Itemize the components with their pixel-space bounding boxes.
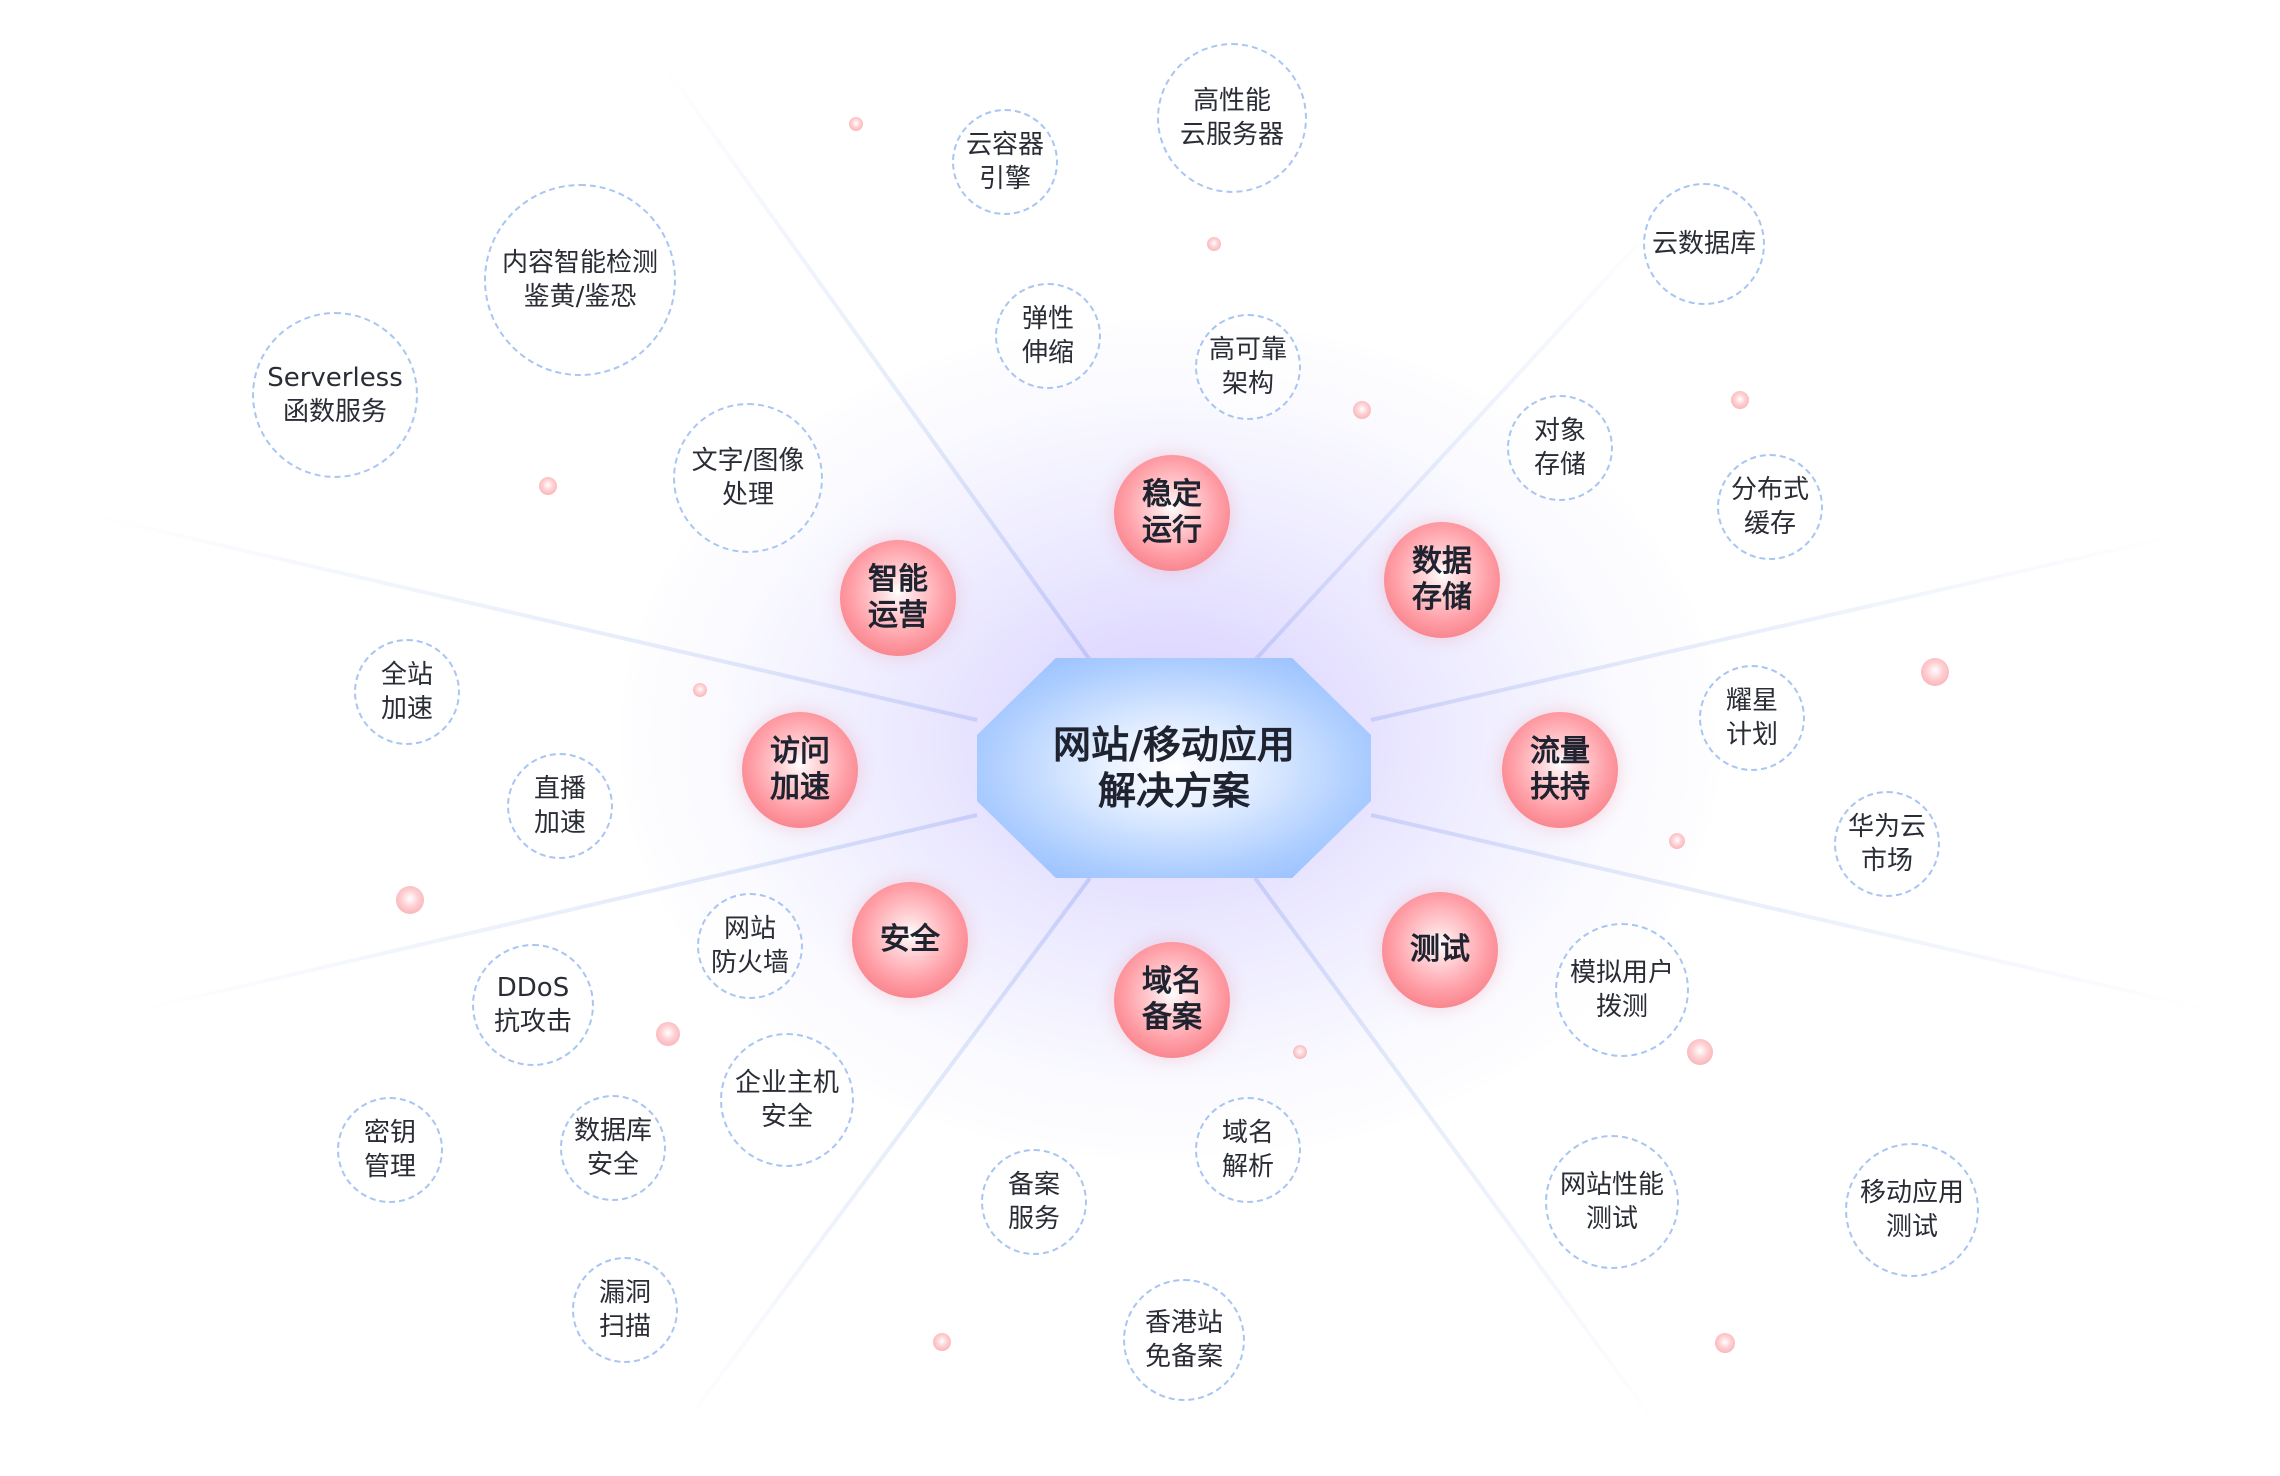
category-node-storage: 数据 存储: [1384, 522, 1500, 638]
connector-ray: [1253, 218, 1662, 662]
leaf-node-traffic: 华为云 市场: [1834, 791, 1940, 897]
category-node-access: 访问 加速: [742, 712, 858, 828]
leaf-label: 网站性能 测试: [1559, 1170, 1664, 1234]
leaf-node-security: DDoS 抗攻击: [472, 944, 594, 1066]
decorative-dot: [693, 683, 707, 697]
decorative-dot: [656, 1022, 680, 1046]
category-node-security: 安全: [852, 882, 968, 998]
leaf-label: 移动应用 测试: [1859, 1178, 1964, 1242]
connector-ray: [1370, 533, 2181, 722]
decorative-dot: [1293, 1045, 1307, 1059]
connector-ray: [658, 58, 1092, 662]
leaf-label: 企业主机 安全: [734, 1068, 839, 1132]
connector-ray: [139, 813, 978, 1012]
category-label: 测试: [1410, 932, 1470, 967]
leaf-node-ops: 内容智能检测 鉴黄/鉴恐: [484, 184, 676, 376]
leaf-label: 香港站 免备案: [1144, 1308, 1223, 1372]
category-node-domain: 域名 备案: [1114, 942, 1230, 1058]
leaf-label: 高性能 云服务器: [1179, 86, 1284, 150]
category-node-stable: 稳定 运行: [1114, 455, 1230, 571]
decorative-dot: [1687, 1039, 1713, 1065]
category-label: 智能 运营: [868, 562, 928, 633]
leaf-node-testing: 网站性能 测试: [1545, 1135, 1679, 1269]
category-label: 访问 加速: [770, 734, 830, 805]
decorative-dot: [1921, 658, 1949, 686]
leaf-label: 域名 解析: [1221, 1118, 1274, 1182]
leaf-node-security: 网站 防火墙: [697, 893, 803, 999]
leaf-label: 对象 存储: [1533, 416, 1586, 480]
leaf-label: 直播 加速: [533, 774, 586, 838]
leaf-label: 内容智能检测 鉴黄/鉴恐: [501, 248, 658, 312]
decorative-dot: [933, 1333, 951, 1351]
leaf-node-security: 企业主机 安全: [720, 1033, 854, 1167]
connector-ray: [1370, 813, 2211, 1012]
decorative-dot: [396, 886, 424, 914]
leaf-node-domain: 备案 服务: [981, 1149, 1087, 1255]
hub-node: 网站/移动应用 解决方案: [977, 658, 1371, 878]
leaf-node-testing: 移动应用 测试: [1845, 1143, 1979, 1277]
leaf-label: 高可靠 架构: [1208, 335, 1287, 399]
hub-label: 网站/移动应用 解决方案: [1053, 723, 1295, 813]
leaf-node-testing: 模拟用户 拨测: [1555, 923, 1689, 1057]
category-node-testing: 测试: [1382, 892, 1498, 1008]
connector-ray: [1253, 876, 1662, 1432]
leaf-label: 漏洞 扫描: [598, 1278, 651, 1342]
leaf-label: 弹性 伸缩: [1021, 304, 1074, 368]
leaf-label: 网站 防火墙: [710, 914, 789, 978]
leaf-label: 云容器 引擎: [965, 130, 1044, 194]
decorative-dot: [1669, 833, 1685, 849]
decorative-dot: [849, 117, 863, 131]
leaf-label: 数据库 安全: [573, 1116, 652, 1180]
decorative-dot: [1715, 1333, 1735, 1353]
leaf-node-security: 数据库 安全: [560, 1095, 666, 1201]
leaf-node-stable: 高可靠 架构: [1195, 314, 1301, 420]
leaf-node-stable: 弹性 伸缩: [995, 283, 1101, 389]
leaf-label: DDoS 抗攻击: [493, 973, 572, 1037]
category-node-traffic: 流量 扶持: [1502, 712, 1618, 828]
category-label: 域名 备案: [1142, 964, 1202, 1035]
connector-ray: [678, 876, 1092, 1432]
decorative-dot: [1731, 391, 1749, 409]
connector-ray: [89, 513, 978, 722]
leaf-label: 华为云 市场: [1847, 812, 1926, 876]
leaf-node-storage: 云数据库: [1643, 183, 1765, 305]
category-label: 流量 扶持: [1530, 734, 1590, 805]
decorative-dot: [1207, 237, 1221, 251]
leaf-node-stable: 高性能 云服务器: [1157, 43, 1307, 193]
leaf-label: 密钥 管理: [363, 1118, 416, 1182]
leaf-label: Serverless 函数服务: [267, 363, 403, 427]
leaf-node-storage: 对象 存储: [1507, 395, 1613, 501]
leaf-node-domain: 域名 解析: [1195, 1097, 1301, 1203]
category-node-ops: 智能 运营: [840, 540, 956, 656]
leaf-node-storage: 分布式 缓存: [1717, 454, 1823, 560]
leaf-label: 全站 加速: [380, 660, 433, 724]
leaf-label: 耀星 计划: [1725, 686, 1778, 750]
decorative-dot: [539, 477, 557, 495]
leaf-node-security: 密钥 管理: [337, 1097, 443, 1203]
category-label: 安全: [880, 922, 940, 957]
leaf-node-traffic: 耀星 计划: [1699, 665, 1805, 771]
leaf-node-domain: 香港站 免备案: [1123, 1279, 1245, 1401]
leaf-node-ops: Serverless 函数服务: [252, 312, 418, 478]
leaf-label: 文字/图像 处理: [691, 446, 805, 510]
decorative-dot: [1353, 401, 1371, 419]
leaf-label: 分布式 缓存: [1730, 475, 1809, 539]
leaf-label: 模拟用户 拨测: [1569, 958, 1674, 1022]
leaf-node-stable: 云容器 引擎: [952, 109, 1058, 215]
category-label: 稳定 运行: [1142, 477, 1202, 548]
leaf-label: 云数据库: [1651, 229, 1756, 259]
leaf-node-access: 直播 加速: [507, 753, 613, 859]
leaf-node-access: 全站 加速: [354, 639, 460, 745]
leaf-node-ops: 文字/图像 处理: [673, 403, 823, 553]
leaf-node-security: 漏洞 扫描: [572, 1257, 678, 1363]
leaf-label: 备案 服务: [1007, 1170, 1060, 1234]
category-label: 数据 存储: [1412, 544, 1472, 615]
